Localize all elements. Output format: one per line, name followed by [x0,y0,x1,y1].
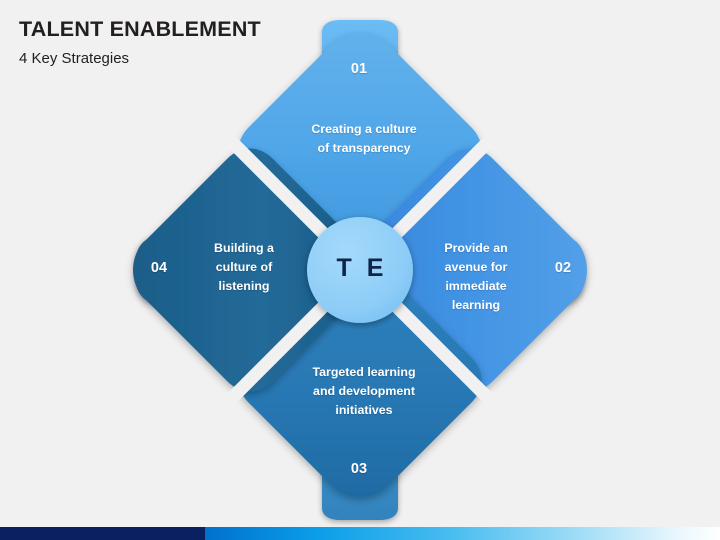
page-subtitle: 4 Key Strategies [19,50,130,67]
center-hub[interactable] [307,217,413,323]
center-circle [307,217,413,323]
petal-left[interactable] [133,148,367,392]
footer-bar-gradient-segment [205,527,720,540]
footer-accent-bar [0,527,720,540]
page-title: TALENT ENABLEMENT [19,17,261,41]
footer-bar-navy-segment [0,527,205,540]
petal-shape-left [133,148,367,392]
